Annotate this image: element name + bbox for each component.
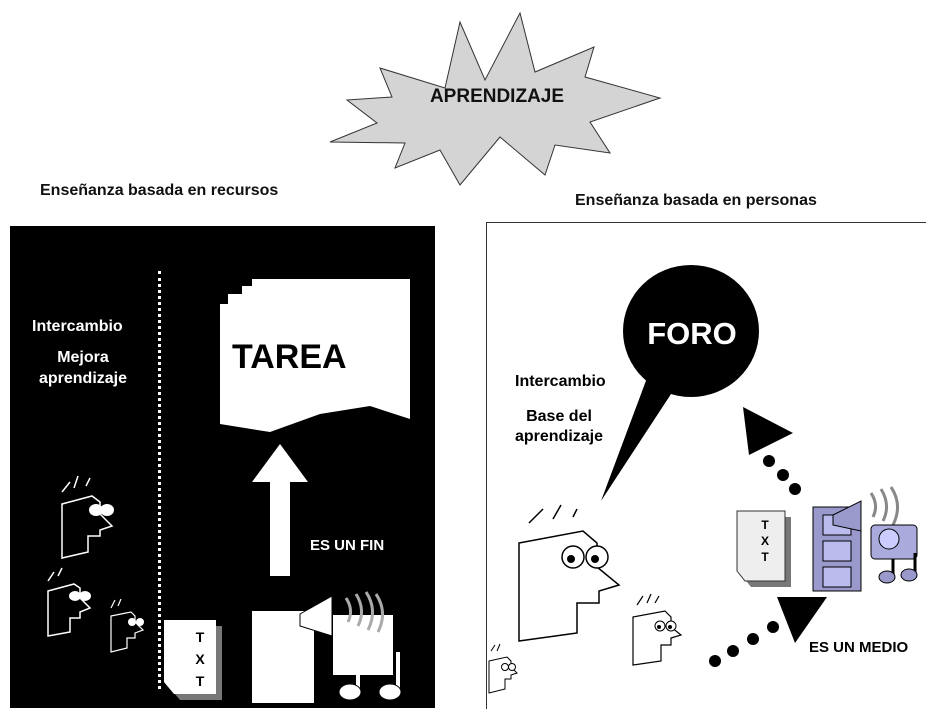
thinking-face-icon xyxy=(518,504,621,642)
thinking-face-icon xyxy=(488,643,518,694)
es-un-medio-label: ES UN MEDIO xyxy=(809,639,909,656)
document-icon xyxy=(164,620,222,700)
music-notes-icon xyxy=(338,652,402,701)
camera-icon xyxy=(832,486,918,584)
arrow-up-icon xyxy=(252,444,308,576)
right-base-label: Base del aprendizaje xyxy=(514,408,604,445)
dotted-divider xyxy=(158,271,161,689)
page-title: APRENDIZAJE xyxy=(429,86,565,107)
dotted-arrow-icon xyxy=(709,407,827,667)
thinking-face-icon xyxy=(632,593,683,666)
speech-bubble-icon xyxy=(601,265,759,501)
left-mejora-label: Mejora aprendizaje xyxy=(38,349,128,387)
right-panel: FORO Intercambio Base del aprendizaje ES… xyxy=(486,222,926,709)
foro-label: FORO xyxy=(647,316,737,351)
document-icon xyxy=(736,510,791,587)
task-document-icon xyxy=(220,279,410,432)
explosion-burst-icon xyxy=(329,11,662,186)
left-caption: Enseñanza basada en recursos xyxy=(40,182,279,199)
task-label: TAREA xyxy=(232,338,347,376)
speaker-icon xyxy=(299,591,395,677)
thinking-face-icon xyxy=(47,567,92,637)
right-caption: Enseñanza basada en personas xyxy=(575,192,817,209)
right-intercambio-label: Intercambio xyxy=(515,373,606,390)
es-un-fin-label: ES UN FIN xyxy=(310,537,385,554)
txt-letters: T X T xyxy=(760,518,769,564)
txt-letters: T X T xyxy=(195,629,205,689)
left-panel: Intercambio Mejora aprendizaje TAREA ES … xyxy=(10,226,435,708)
thinking-face-icon xyxy=(110,598,145,653)
thinking-face-icon xyxy=(61,475,114,559)
left-intercambio-label: Intercambio xyxy=(32,318,123,335)
